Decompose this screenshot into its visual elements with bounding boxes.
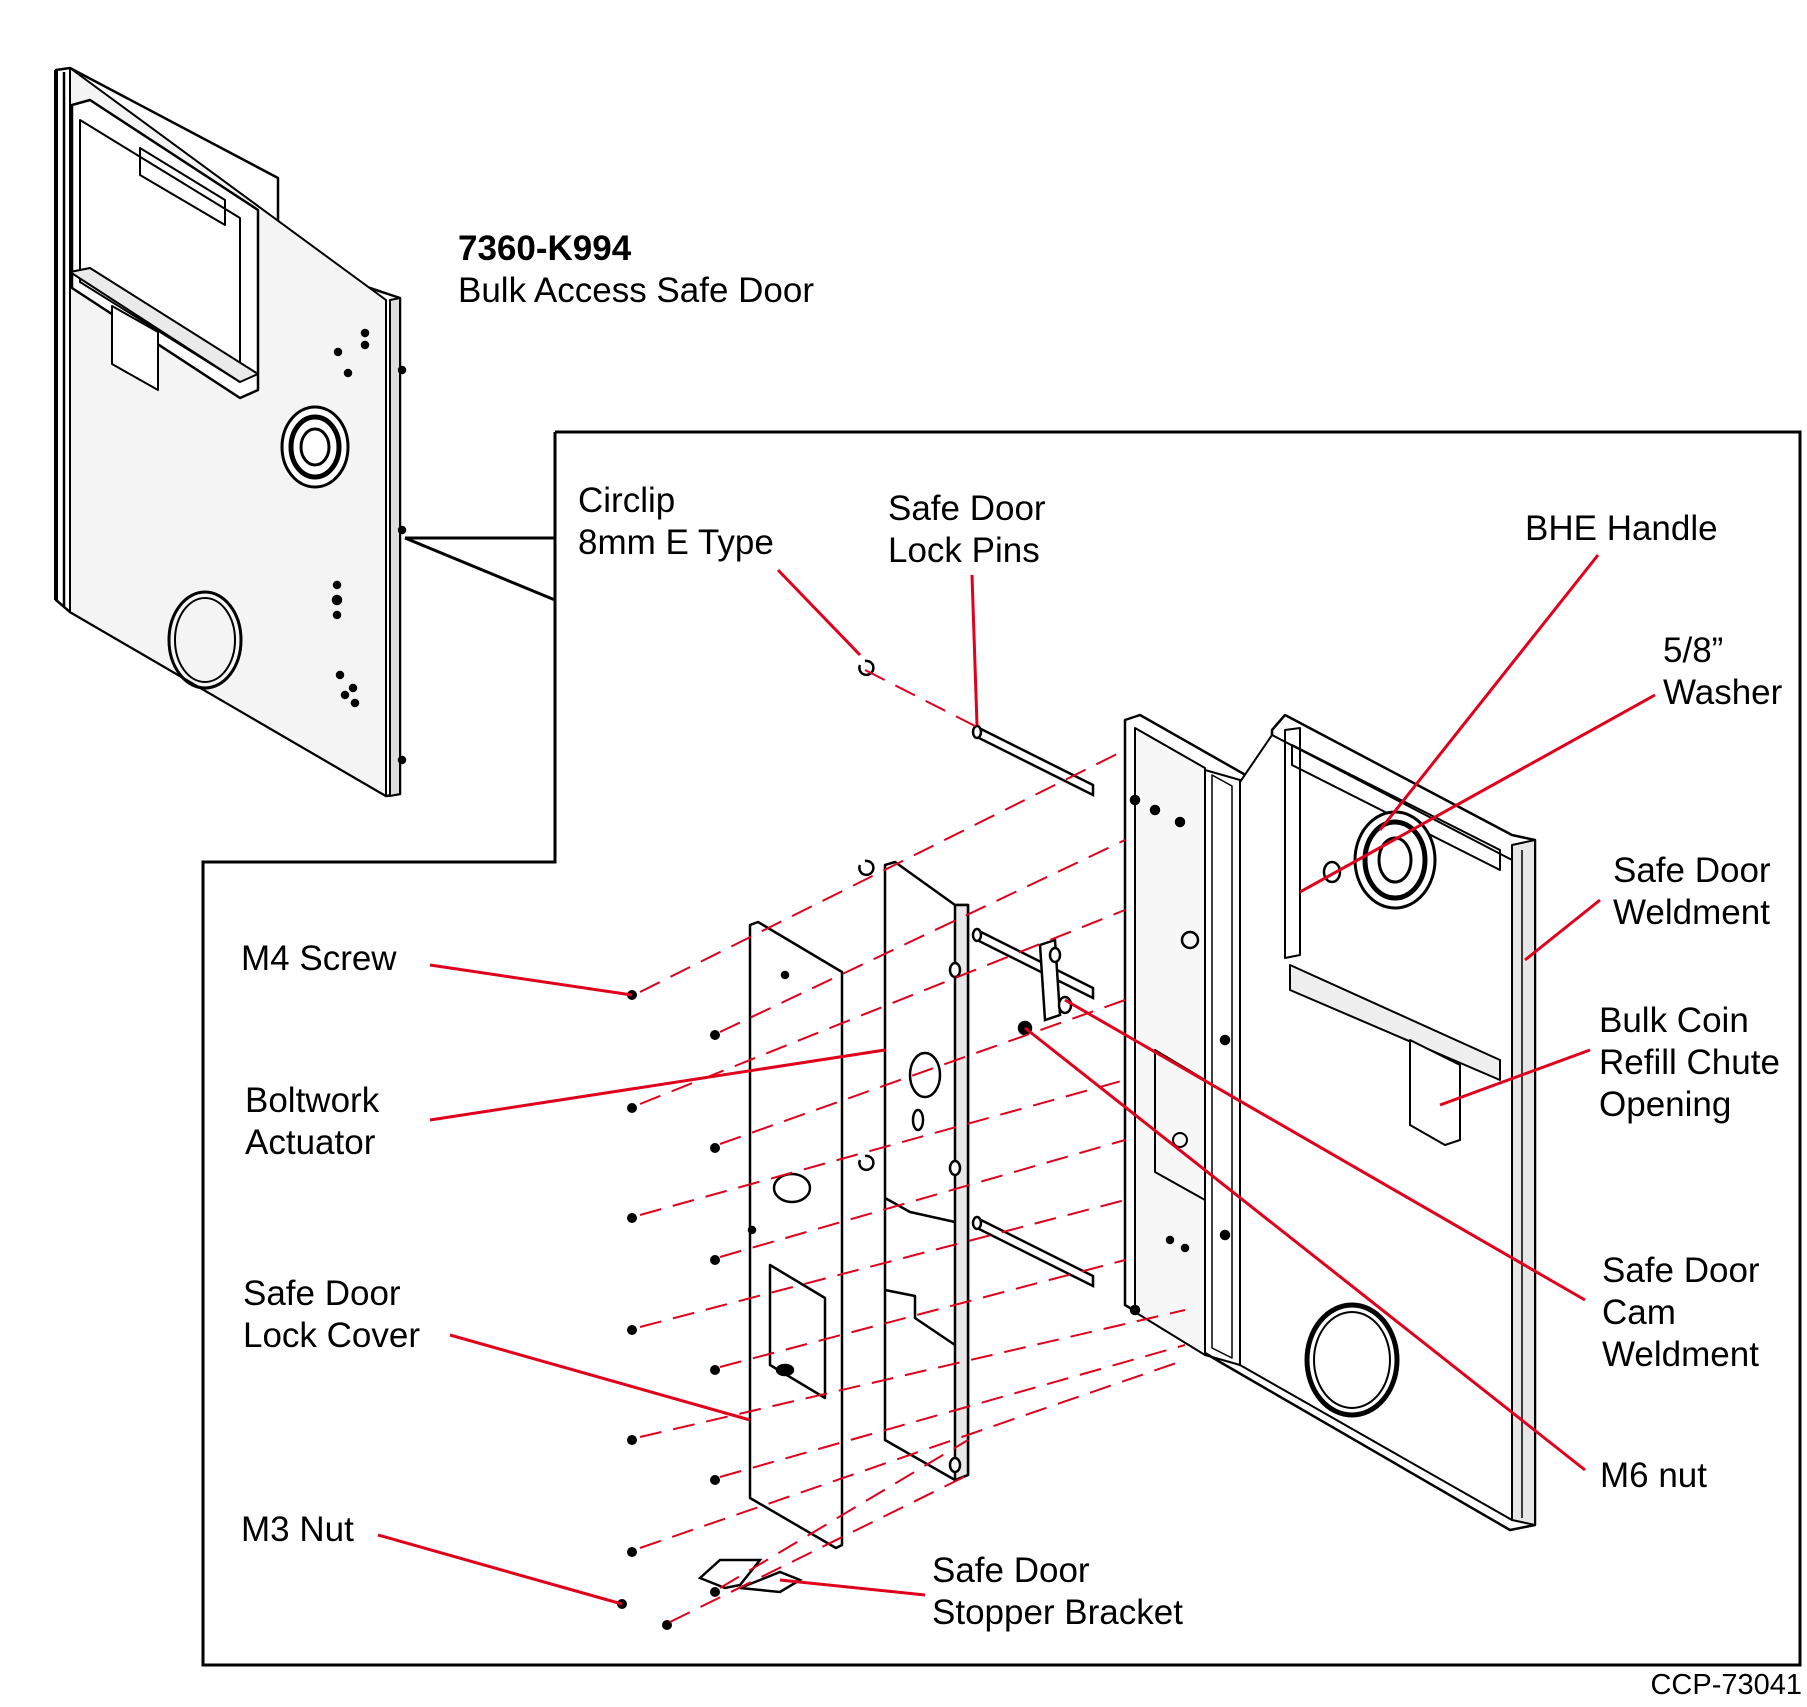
callout-m6-nut-line-1: M6 nut — [1600, 1456, 1707, 1495]
safe-door-weldment — [1123, 713, 1537, 1532]
callout-lock-cover-line-1: Safe Door — [243, 1274, 401, 1313]
callout-actuator-line-1: Boltwork — [245, 1081, 380, 1120]
detail-connector-2 — [404, 536, 556, 602]
callout-weldment-line-1: Safe Door — [1613, 851, 1771, 890]
callout-circlip-line-1: Circlip — [578, 481, 676, 520]
callout-cam-line-3: Weldment — [1602, 1335, 1759, 1374]
callout-bhe-handle: BHE Handle — [1525, 508, 1718, 550]
callout-cam-line-2: Cam — [1602, 1293, 1676, 1332]
detail-frame — [201, 430, 1802, 1667]
callout-m6-nut: M6 nut — [1600, 1455, 1707, 1497]
callout-chute-line-1: Bulk Coin — [1599, 1001, 1749, 1040]
callout-lock-cover-line-2: Lock Cover — [243, 1316, 421, 1355]
assembly-lines — [639, 669, 1186, 1623]
assembly-part-number: 7360-K994 — [458, 229, 632, 268]
callout-washer-line-1: 5/8” — [1663, 631, 1724, 670]
callout-lock-pins-line-2: Lock Pins — [888, 531, 1040, 570]
callout-circlip-line-2: 8mm E Type — [578, 523, 774, 562]
callout-cam: Safe Door Cam Weldment — [1602, 1250, 1760, 1376]
callout-actuator-line-2: Actuator — [245, 1123, 376, 1162]
callout-bhe-handle-line-1: BHE Handle — [1525, 509, 1718, 548]
m4-screws — [617, 990, 720, 1630]
assembly-name: Bulk Access Safe Door — [458, 271, 814, 310]
callout-stopper-line-1: Safe Door — [932, 1551, 1090, 1590]
callout-m4-screw-line-1: M4 Screw — [241, 939, 397, 978]
callout-m3-nut: M3 Nut — [241, 1509, 354, 1551]
callout-chute: Bulk Coin Refill Chute Opening — [1599, 1000, 1780, 1126]
callout-lock-pins: Safe Door Lock Pins — [888, 488, 1046, 572]
callout-weldment: Safe Door Weldment — [1613, 850, 1771, 934]
callout-weldment-line-2: Weldment — [1613, 893, 1770, 932]
callout-chute-line-3: Opening — [1599, 1085, 1732, 1124]
assembly-label: 7360-K994 Bulk Access Safe Door — [458, 228, 814, 312]
callout-m4-screw: M4 Screw — [241, 938, 397, 980]
callout-washer-line-2: Washer — [1663, 673, 1783, 712]
callout-circlip: Circlip 8mm E Type — [578, 480, 774, 564]
callout-lock-cover: Safe Door Lock Cover — [243, 1273, 420, 1357]
door-thumbnail — [54, 66, 407, 798]
callout-m3-nut-line-1: M3 Nut — [241, 1510, 354, 1549]
leader-lines — [377, 554, 1656, 1606]
small-hardware — [697, 659, 1095, 1594]
figure-code: CCP-73041 — [1650, 1669, 1802, 1701]
callout-washer: 5/8” Washer — [1663, 630, 1782, 714]
callout-cam-line-1: Safe Door — [1602, 1251, 1760, 1290]
callout-lock-pins-line-1: Safe Door — [888, 489, 1046, 528]
callout-actuator: Boltwork Actuator — [245, 1080, 379, 1164]
boltwork-actuator — [883, 860, 970, 1482]
callout-stopper-line-2: Stopper Bracket — [932, 1593, 1183, 1632]
callout-stopper: Safe Door Stopper Bracket — [932, 1550, 1183, 1634]
callout-chute-line-2: Refill Chute — [1599, 1043, 1780, 1082]
